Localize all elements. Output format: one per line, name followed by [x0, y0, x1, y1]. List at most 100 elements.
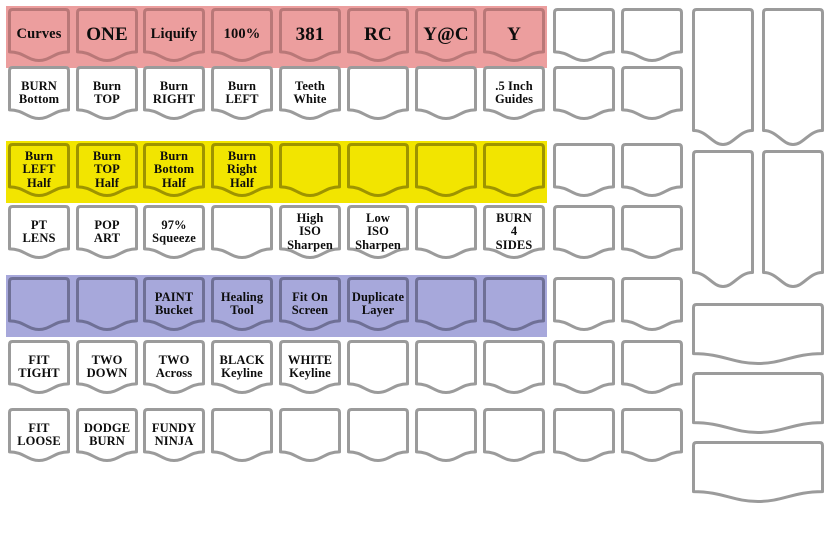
tag-outline-shape [483, 143, 545, 197]
tag-outline-shape [415, 143, 477, 197]
tag-r7-c6[interactable] [347, 408, 409, 462]
tag-r1-c7[interactable]: Y@C [415, 8, 477, 62]
tag-r4-c4[interactable] [211, 205, 273, 259]
side-wide-1[interactable] [692, 303, 824, 365]
tag-outline-shape [76, 143, 138, 197]
tag-r5-c7[interactable] [415, 277, 477, 331]
tag-r1-c8[interactable]: Y [483, 8, 545, 62]
side-tall-4[interactable] [762, 150, 824, 288]
tag-r2-c7[interactable] [415, 66, 477, 120]
tag-r1-c6[interactable]: RC [347, 8, 409, 62]
tag-outline-shape [692, 441, 824, 503]
tag-r1-c10[interactable] [621, 8, 683, 62]
tag-r1-c9[interactable] [553, 8, 615, 62]
tag-outline-shape [279, 205, 341, 259]
tag-r1-c4[interactable]: 100% [211, 8, 273, 62]
side-wide-2[interactable] [692, 372, 824, 434]
tag-r7-c8[interactable] [483, 408, 545, 462]
tag-r2-c9[interactable] [553, 66, 615, 120]
tag-r3-c5[interactable] [279, 143, 341, 197]
tag-r6-c6[interactable] [347, 340, 409, 394]
tag-outline-shape [483, 8, 545, 62]
side-tall-1[interactable] [692, 8, 754, 146]
tag-outline-shape [347, 277, 409, 331]
tag-r6-c8[interactable] [483, 340, 545, 394]
tag-outline-shape [211, 8, 273, 62]
tag-r5-c8[interactable] [483, 277, 545, 331]
tag-r3-c6[interactable] [347, 143, 409, 197]
tag-outline-shape [8, 277, 70, 331]
tag-outline-shape [279, 143, 341, 197]
tag-r6-c7[interactable] [415, 340, 477, 394]
tag-r7-c10[interactable] [621, 408, 683, 462]
tag-r7-c4[interactable] [211, 408, 273, 462]
tag-r5-c1[interactable] [8, 277, 70, 331]
tag-r7-c9[interactable] [553, 408, 615, 462]
tag-r2-c10[interactable] [621, 66, 683, 120]
tag-r5-c10[interactable] [621, 277, 683, 331]
side-wide-3[interactable] [692, 441, 824, 503]
tag-r1-c1[interactable]: Curves [8, 8, 70, 62]
tag-r3-c10[interactable] [621, 143, 683, 197]
tag-outline-shape [762, 150, 824, 288]
tag-r6-c9[interactable] [553, 340, 615, 394]
tag-r5-c2[interactable] [76, 277, 138, 331]
tag-r4-c10[interactable] [621, 205, 683, 259]
tag-r4-c3[interactable]: 97%Squeeze [143, 205, 205, 259]
tag-outline-shape [553, 408, 615, 462]
tag-r2-c6[interactable] [347, 66, 409, 120]
tag-r5-c9[interactable] [553, 277, 615, 331]
tag-outline-shape [692, 303, 824, 365]
tag-r3-c9[interactable] [553, 143, 615, 197]
tag-outline-shape [415, 340, 477, 394]
side-tall-3[interactable] [692, 150, 754, 288]
tag-r7-c5[interactable] [279, 408, 341, 462]
tag-r4-c7[interactable] [415, 205, 477, 259]
tag-r6-c10[interactable] [621, 340, 683, 394]
tag-r7-c7[interactable] [415, 408, 477, 462]
tag-r3-c8[interactable] [483, 143, 545, 197]
tag-r3-c7[interactable] [415, 143, 477, 197]
tag-r4-c9[interactable] [553, 205, 615, 259]
side-tall-2[interactable] [762, 8, 824, 146]
tag-r1-c5[interactable]: 381 [279, 8, 341, 62]
tag-r1-c2[interactable]: ONE [76, 8, 138, 62]
tag-r1-c3[interactable]: Liquify [143, 8, 205, 62]
tag-outline-shape [279, 277, 341, 331]
